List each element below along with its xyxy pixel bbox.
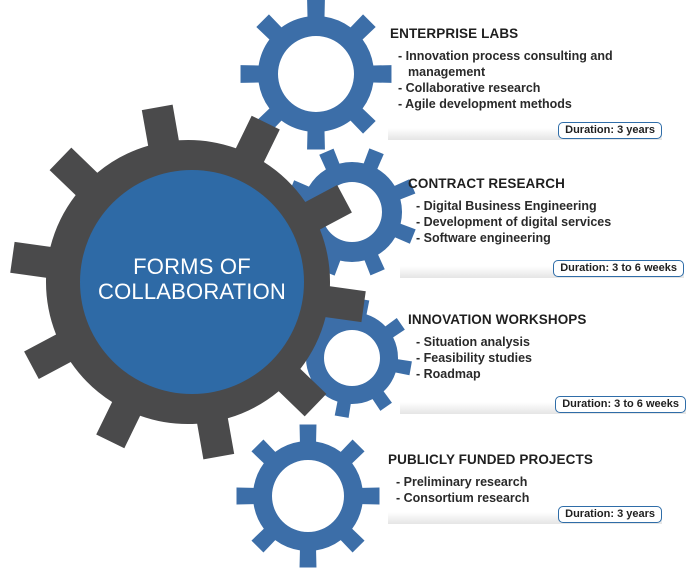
section-item-list: Preliminary research Consortium research xyxy=(388,474,678,506)
list-item: Digital Business Engineering xyxy=(416,198,678,214)
duration-badge: Duration: 3 years xyxy=(558,506,662,523)
duration-badge: Duration: 3 to 6 weeks xyxy=(553,260,684,277)
section-title: PUBLICLY FUNDED PROJECTS xyxy=(388,452,593,467)
center-disc xyxy=(80,170,304,394)
center-title-line2: COLLABORATION xyxy=(97,279,286,304)
section-enterprise-labs: ENTERPRISE LABS Innovation process consu… xyxy=(390,26,660,112)
center-title-line1: FORMS OF xyxy=(133,254,251,279)
duration-badge: Duration: 3 to 6 weeks xyxy=(555,396,686,413)
publicly-funded-projects-gear-icon xyxy=(236,424,380,568)
section-contract-research: CONTRACT RESEARCH Digital Business Engin… xyxy=(408,176,678,246)
list-item: Preliminary research xyxy=(396,474,678,490)
section-item-list: Situation analysis Feasibility studies R… xyxy=(408,334,678,382)
section-innovation-workshops: INNOVATION WORKSHOPS Situation analysis … xyxy=(408,312,678,382)
list-item: Roadmap xyxy=(416,366,678,382)
section-title: INNOVATION WORKSHOPS xyxy=(408,312,587,327)
section-footer: Duration: 3 to 6 weeks xyxy=(400,256,684,278)
section-title: CONTRACT RESEARCH xyxy=(408,176,565,191)
section-item-list: Innovation process consulting and manage… xyxy=(390,48,660,112)
section-footer: Duration: 3 years xyxy=(388,118,662,140)
section-publicly-funded-projects: PUBLICLY FUNDED PROJECTS Preliminary res… xyxy=(388,452,678,506)
list-item: Consortium research xyxy=(396,490,678,506)
section-footer: Duration: 3 to 6 weeks xyxy=(400,392,686,414)
section-footer: Duration: 3 years xyxy=(388,502,662,524)
list-item: Collaborative research xyxy=(398,80,660,96)
list-item: Agile development methods xyxy=(398,96,660,112)
section-title: ENTERPRISE LABS xyxy=(390,26,519,41)
list-item: Innovation process consulting and manage… xyxy=(398,48,660,80)
list-item: Situation analysis xyxy=(416,334,678,350)
list-item: Development of digital services xyxy=(416,214,678,230)
enterprise-labs-gear-icon xyxy=(240,0,392,150)
section-item-list: Digital Business Engineering Development… xyxy=(408,198,678,246)
list-item: Software engineering xyxy=(416,230,678,246)
center-title: FORMS OF COLLABORATION xyxy=(80,254,304,304)
list-item: Feasibility studies xyxy=(416,350,678,366)
duration-badge: Duration: 3 years xyxy=(558,122,662,139)
